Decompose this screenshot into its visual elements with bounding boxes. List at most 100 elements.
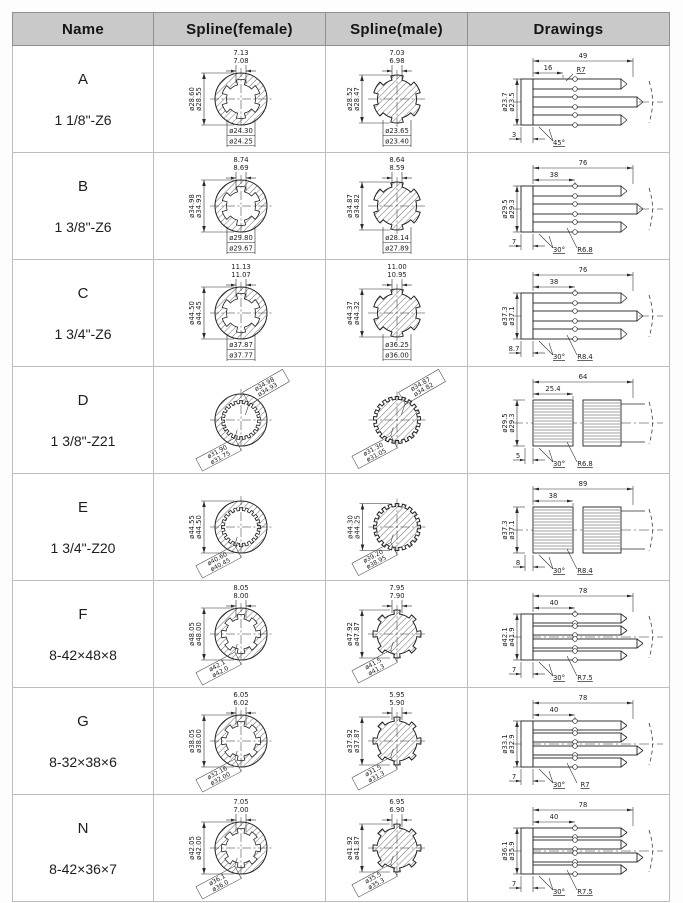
svg-text:8.05: 8.05 <box>233 584 248 592</box>
row-name: N <box>77 819 89 837</box>
svg-text:ø36.25: ø36.25 <box>385 341 409 349</box>
svg-text:ø38.00: ø38.00 <box>195 729 203 753</box>
svg-text:ø41.92: ø41.92 <box>346 836 354 860</box>
svg-text:7.90: 7.90 <box>389 592 404 600</box>
svg-text:ø44.55: ø44.55 <box>188 515 196 539</box>
spec-table: Name Spline(female) Spline(male) Drawing… <box>12 12 670 902</box>
svg-text:8: 8 <box>515 559 519 567</box>
name-cell: G 8-32×38×6 <box>12 687 154 795</box>
svg-text:R8.4: R8.4 <box>577 353 593 361</box>
svg-text:7.00: 7.00 <box>233 806 248 814</box>
svg-text:ø37.1: ø37.1 <box>508 520 516 539</box>
svg-text:30°: 30° <box>552 888 564 896</box>
svg-text:45°: 45° <box>552 139 564 147</box>
svg-text:ø44.32: ø44.32 <box>353 301 361 325</box>
row-name: B <box>77 177 88 195</box>
svg-text:ø29.5: ø29.5 <box>501 199 509 218</box>
svg-text:16: 16 <box>543 64 552 72</box>
svg-text:30°: 30° <box>552 674 564 682</box>
svg-text:R7.5: R7.5 <box>577 888 593 896</box>
svg-text:64: 64 <box>578 373 587 381</box>
header-drawings: Drawings <box>467 12 670 46</box>
svg-text:ø48.05: ø48.05 <box>188 622 196 646</box>
row-name: C <box>77 284 89 302</box>
svg-text:R7.5: R7.5 <box>577 674 593 682</box>
svg-text:ø42.05: ø42.05 <box>188 836 196 860</box>
svg-text:ø38.05: ø38.05 <box>188 729 196 753</box>
svg-text:ø37.87: ø37.87 <box>229 341 253 349</box>
svg-text:ø29.3: ø29.3 <box>508 413 516 432</box>
svg-text:8.7: 8.7 <box>508 345 519 353</box>
svg-text:11.00: 11.00 <box>387 263 406 271</box>
row-size: 1 3/8"-Z6 <box>54 218 112 235</box>
svg-text:ø44.50: ø44.50 <box>195 515 203 539</box>
svg-text:ø42.1: ø42.1 <box>501 627 509 646</box>
svg-text:30°: 30° <box>552 460 564 468</box>
svg-text:ø29.67: ø29.67 <box>229 244 253 252</box>
svg-text:6.05: 6.05 <box>233 691 248 699</box>
svg-text:ø42.00: ø42.00 <box>195 836 203 860</box>
row-name: G <box>77 712 89 730</box>
svg-text:30°: 30° <box>552 353 564 361</box>
table-header: Name Spline(female) Spline(male) Drawing… <box>12 12 670 46</box>
svg-text:ø37.1: ø37.1 <box>508 306 516 325</box>
svg-text:30°: 30° <box>552 246 564 254</box>
svg-text:6.95: 6.95 <box>389 798 404 806</box>
svg-text:78: 78 <box>578 801 587 809</box>
svg-text:ø34.98: ø34.98 <box>188 194 196 218</box>
svg-text:7.05: 7.05 <box>233 798 248 806</box>
svg-text:8.64: 8.64 <box>389 156 404 164</box>
svg-text:R8.4: R8.4 <box>577 567 593 575</box>
svg-text:7.95: 7.95 <box>389 584 404 592</box>
svg-text:25.4: 25.4 <box>545 385 560 393</box>
svg-text:8.69: 8.69 <box>233 164 248 172</box>
svg-text:ø28.60: ø28.60 <box>188 87 196 111</box>
svg-text:6.90: 6.90 <box>389 806 404 814</box>
svg-text:ø37.87: ø37.87 <box>353 729 361 753</box>
svg-text:ø32.9: ø32.9 <box>508 734 516 753</box>
row-size: 8-32×38×6 <box>49 753 117 770</box>
svg-text:ø47.87: ø47.87 <box>353 622 361 646</box>
svg-text:ø36.00: ø36.00 <box>385 351 409 359</box>
svg-text:R6.8: R6.8 <box>577 246 593 254</box>
header-spline-female: Spline(female) <box>153 12 326 46</box>
svg-text:78: 78 <box>578 587 587 595</box>
svg-text:ø44.45: ø44.45 <box>195 301 203 325</box>
svg-text:89: 89 <box>578 480 587 488</box>
svg-text:ø24.25: ø24.25 <box>229 137 253 145</box>
row-name: E <box>77 498 88 516</box>
svg-text:ø23.40: ø23.40 <box>385 137 409 145</box>
svg-text:10.95: 10.95 <box>387 271 406 279</box>
